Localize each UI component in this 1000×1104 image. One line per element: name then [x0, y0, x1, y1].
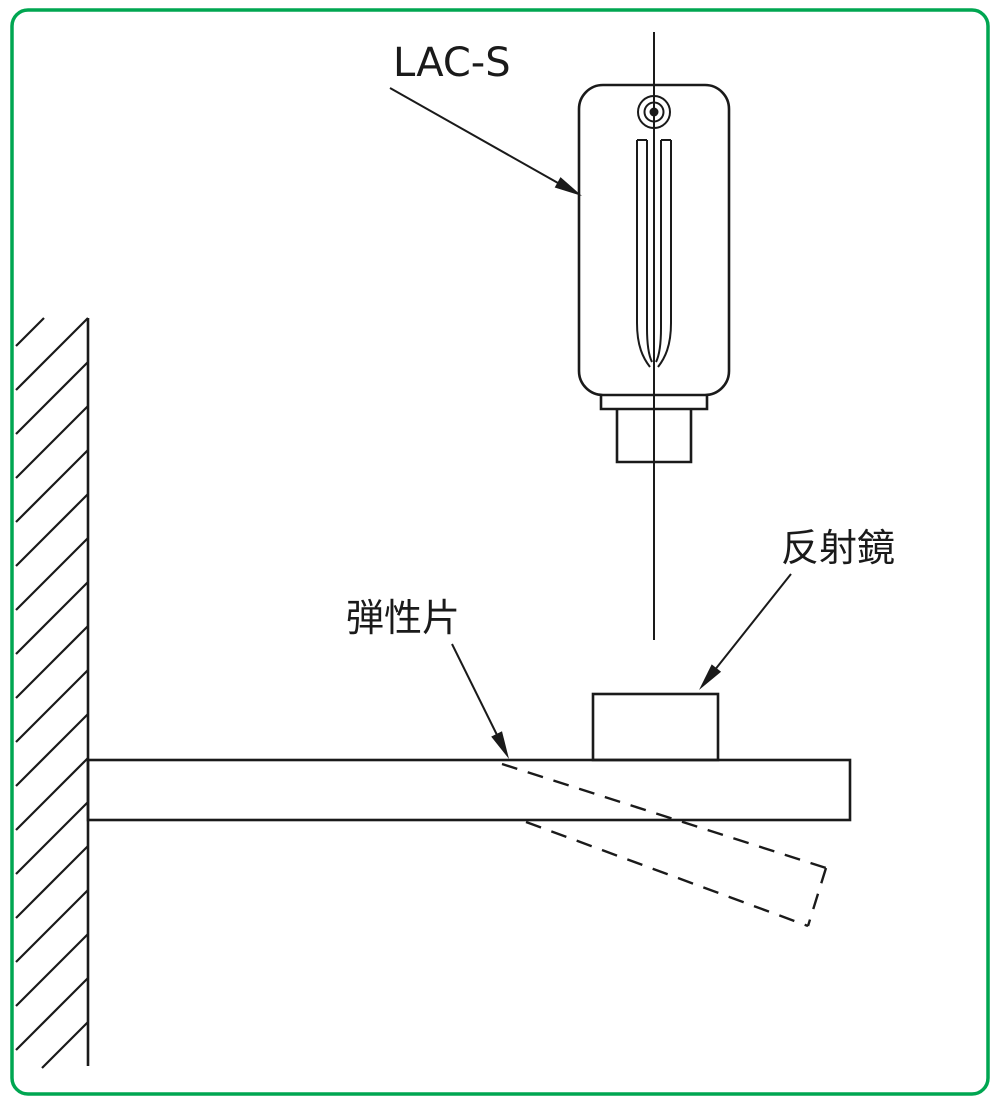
hatch-line — [15, 405, 89, 479]
hatch-line — [15, 493, 89, 567]
hatch-line — [15, 845, 89, 919]
elastic-leader-line — [451, 643, 500, 740]
hatch-line — [15, 581, 89, 655]
sensor-nozzle — [615, 409, 693, 464]
sensor-flange — [599, 395, 709, 411]
hatch-line — [15, 361, 89, 435]
elastic-arrowhead-icon — [491, 731, 509, 759]
hatch-line — [15, 801, 89, 875]
hatch-line — [15, 757, 89, 831]
hatch-line — [15, 977, 89, 1051]
wall-hatching — [15, 317, 89, 1069]
sensor-body — [577, 83, 731, 397]
hatch-line — [15, 537, 89, 611]
sensor-top-screw-inner-icon — [643, 101, 665, 123]
hatch-line — [15, 317, 45, 347]
hatch-line — [15, 889, 89, 963]
reflector-leader-line — [713, 573, 792, 672]
elastic-beam — [86, 758, 852, 822]
hatch-line — [15, 933, 89, 1007]
hatch-line — [15, 317, 89, 391]
reflector-label: 反射鏡 — [781, 526, 895, 570]
sensor-arrowhead-icon — [554, 177, 582, 196]
reflector-arrowhead-icon — [699, 664, 722, 690]
hatch-line — [15, 449, 89, 523]
hatch-line — [15, 713, 89, 787]
frame-border — [10, 8, 990, 1096]
sensor-lens-tube — [636, 139, 672, 368]
sensor-top-screw-center-icon — [649, 107, 659, 117]
hatch-line — [41, 1021, 89, 1069]
reflector-block — [591, 692, 720, 762]
sensor-label: LAC-S — [393, 40, 511, 86]
deflected-beam-dashed — [501, 762, 828, 928]
sensor-top-screw-outer-icon — [637, 95, 671, 129]
hatch-line — [15, 669, 89, 743]
sensor-leader-line — [389, 87, 559, 184]
elastic-piece-label: 弾性片 — [346, 596, 460, 640]
hatch-line — [15, 625, 89, 699]
